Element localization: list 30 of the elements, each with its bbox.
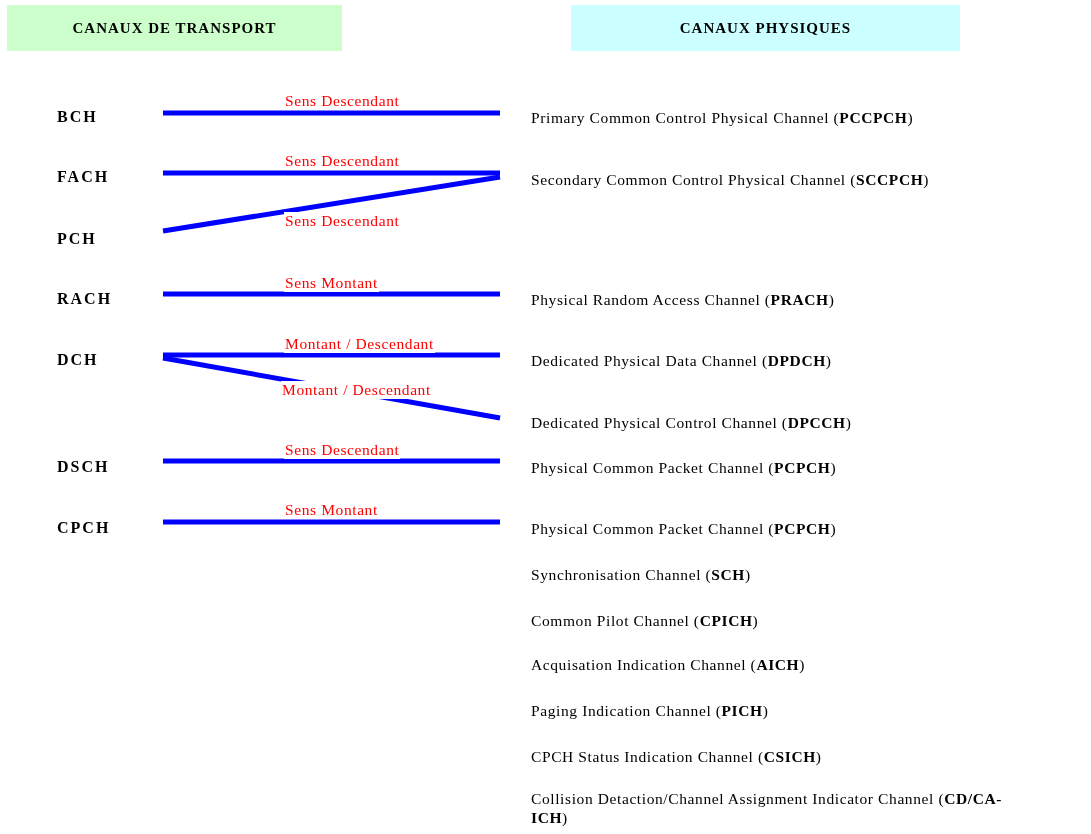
physical-channel-label: Paging Indication Channel (PICH) bbox=[502, 698, 1091, 722]
connector-line bbox=[163, 519, 500, 525]
connector-line bbox=[163, 352, 500, 358]
edge-label: Montant / Descendant bbox=[281, 381, 432, 399]
physical-channel-label: Dedicated Physical Data Channel (DPDCH) bbox=[502, 348, 1091, 372]
transport-channel-label: FACH bbox=[57, 165, 163, 189]
transport-channel-label: PCH bbox=[57, 227, 163, 251]
physical-channel-label: Dedicated Physical Control Channel (DPCCH) bbox=[502, 410, 1091, 434]
physical-channel-label: Collision Detaction/Channel Assignment Indicator Channel (CD/CA-ICH) bbox=[502, 786, 1022, 830]
column-header: CANAUX PHYSIQUES bbox=[571, 5, 960, 51]
physical-channel-label: Physical Random Access Channel (PRACH) bbox=[502, 287, 1091, 311]
physical-channel-label: Synchronisation Channel (SCH) bbox=[502, 562, 1091, 586]
connector-line bbox=[163, 170, 500, 176]
connector-line bbox=[163, 291, 500, 297]
transport-channel-label: DSCH bbox=[57, 455, 163, 479]
transport-channel-label: CPCH bbox=[57, 516, 163, 540]
connector-line bbox=[163, 458, 500, 464]
connector-line bbox=[162, 174, 501, 234]
physical-channel-label: Acquisation Indication Channel (AICH) bbox=[502, 652, 1091, 676]
column-header: CANAUX DE TRANSPORT bbox=[7, 5, 342, 51]
physical-channel-label: Common Pilot Channel (CPICH) bbox=[502, 608, 1091, 632]
physical-channel-label: Physical Common Packet Channel (PCPCH) bbox=[502, 455, 1091, 479]
physical-channel-label: CPCH Status Indication Channel (CSICH) bbox=[502, 744, 1091, 768]
physical-channel-label: Secondary Common Control Physical Channel (SCCPCH) bbox=[502, 167, 1091, 191]
physical-channel-label: Physical Common Packet Channel (PCPCH) bbox=[502, 516, 1091, 540]
physical-channel-label: Primary Common Control Physical Channel (PCCPCH) bbox=[502, 105, 1091, 129]
transport-channel-label: BCH bbox=[57, 105, 163, 129]
transport-channel-label: RACH bbox=[57, 287, 163, 311]
connector-line bbox=[163, 110, 500, 116]
transport-channel-label: DCH bbox=[57, 348, 163, 372]
